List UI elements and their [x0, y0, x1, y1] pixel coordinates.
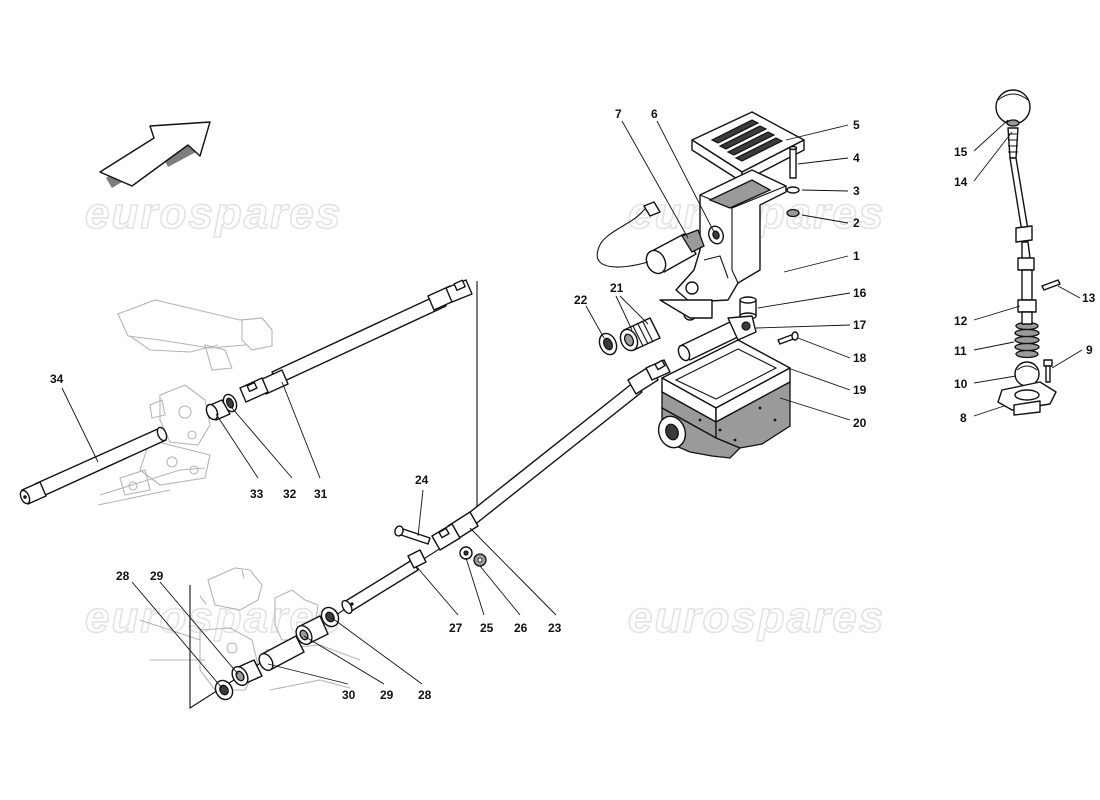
callout-19: 19	[853, 383, 867, 397]
callout-9: 9	[1086, 343, 1093, 357]
part-7-sensor	[596, 201, 705, 275]
part-20-shift-housing	[657, 380, 791, 459]
callout-4: 4	[853, 151, 860, 165]
callout-11: 11	[954, 344, 967, 358]
callout-28-lower: 28	[418, 688, 432, 702]
callout-12: 12	[954, 314, 968, 328]
callout-6: 6	[651, 107, 658, 121]
callout-8: 8	[960, 411, 967, 425]
part-12-shaft-sleeve	[1017, 269, 1037, 313]
watermark-bottom-right: eurospares	[628, 593, 885, 642]
part-22-bushing	[598, 332, 618, 356]
callout-29-upper-left: 29	[150, 569, 164, 583]
part-9-screw	[1043, 359, 1053, 383]
watermark-top-left: eurospares	[85, 189, 342, 238]
direction-arrow-icon	[99, 121, 211, 188]
part-31-upper-linkage-shaft	[239, 279, 473, 403]
callout-33: 33	[250, 487, 264, 501]
part-15-gear-knob	[995, 89, 1031, 127]
callout-23: 23	[548, 621, 562, 635]
callout-24: 24	[415, 473, 429, 487]
part-29-needle-bearing-lower	[231, 659, 263, 687]
callout-16: 16	[853, 286, 867, 300]
callout-34: 34	[50, 372, 64, 386]
leader-lines	[61, 119, 1083, 689]
part-25-washer	[459, 546, 473, 560]
callout-31: 31	[314, 487, 328, 501]
part-11-spring	[1014, 311, 1040, 359]
part-28-bushing-upper	[320, 606, 340, 628]
part-30-sleeve	[258, 635, 305, 672]
part-27-lower-shaft	[341, 549, 427, 615]
part-24-bolt	[394, 525, 431, 545]
part-17-linkage-pin	[677, 315, 757, 362]
part-13-pin	[1041, 279, 1061, 291]
callout-30: 30	[342, 688, 356, 702]
callout-20: 20	[853, 416, 867, 430]
part-29-needle-bearing-upper	[295, 615, 329, 646]
part-18-housing-cover	[661, 339, 791, 423]
callout-28-upper-left: 28	[116, 569, 130, 583]
part-3-washer	[786, 186, 800, 194]
callout-labels: 1 2 3 4 5 6 7 8 9 10 11 12 13 14 15 16 1…	[50, 107, 1096, 702]
callout-13: 13	[1082, 291, 1096, 305]
part-19-screw	[777, 331, 799, 345]
callout-32: 32	[283, 487, 297, 501]
part-26-nut	[473, 553, 487, 567]
callout-7: 7	[615, 107, 622, 121]
callout-2: 2	[853, 216, 860, 230]
callout-29-lower: 29	[380, 688, 394, 702]
part-34-shift-rod	[19, 426, 168, 505]
part-1-shift-bracket	[659, 169, 787, 321]
part-33-bushing	[205, 399, 231, 421]
callout-3: 3	[853, 184, 860, 198]
part-5-gate-plate	[691, 111, 805, 183]
callout-14: 14	[954, 175, 968, 189]
part-23-main-shift-shaft	[431, 359, 671, 551]
callout-17: 17	[853, 318, 867, 332]
part-14-lever-rod	[1007, 127, 1035, 271]
part-21-needle-bearing	[619, 317, 661, 352]
callout-27: 27	[449, 621, 463, 635]
part-6-seal-ring	[708, 225, 724, 245]
callout-5: 5	[853, 118, 860, 132]
part-8-lever-base-plate	[997, 381, 1057, 416]
callout-1: 1	[853, 249, 860, 263]
part-2-nut	[786, 208, 800, 218]
callout-18: 18	[853, 351, 867, 365]
callout-26: 26	[514, 621, 528, 635]
callout-22: 22	[574, 293, 588, 307]
callout-21: 21	[610, 281, 624, 295]
part-4-bolt	[788, 145, 798, 179]
callout-10: 10	[954, 377, 968, 391]
callout-15: 15	[954, 145, 968, 159]
callout-25: 25	[480, 621, 494, 635]
ghost-gearbox-housing-upper	[97, 299, 273, 506]
